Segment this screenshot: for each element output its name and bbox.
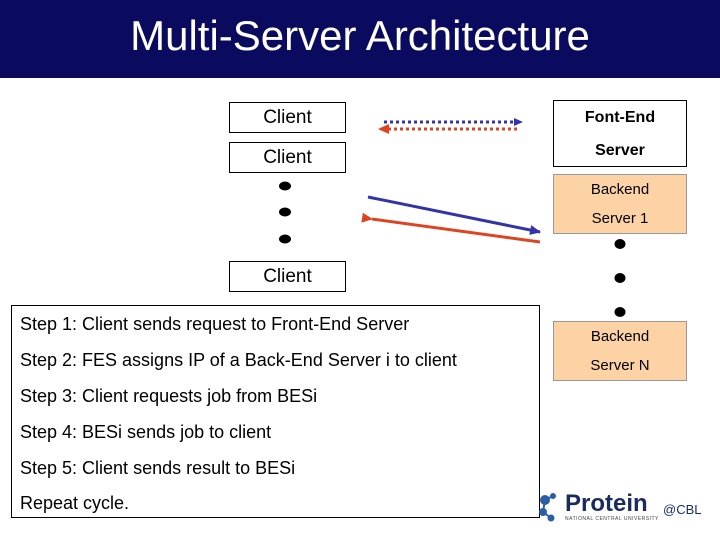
client-label: Client xyxy=(263,146,312,168)
ellipsis-dot xyxy=(279,207,291,217)
step-2: Step 2: FES assigns IP of a Back-End Ser… xyxy=(20,350,457,370)
dotted-arrowhead-left xyxy=(378,124,389,134)
step-repeat: Repeat cycle. xyxy=(20,493,130,513)
backend-server-1-box: Backend Server 1 xyxy=(553,174,687,234)
ellipsis-dot xyxy=(279,181,291,191)
backend-n-label-line2: Server N xyxy=(590,357,650,374)
client-label: Client xyxy=(263,265,312,287)
step-5: Step 5: Client sends result to BESi xyxy=(20,458,296,478)
solid-arrow-blue xyxy=(367,195,541,235)
title-bar xyxy=(0,0,720,78)
front-end-server-box: Font-End Server xyxy=(553,100,687,167)
slide-title: Multi-Server Architecture xyxy=(130,12,590,59)
logo-subtitle: NATIONAL CENTRAL UNIVERSITY xyxy=(565,516,659,522)
logo-name: Protein xyxy=(565,490,648,517)
step-1: Step 1: Client sends request to Front-En… xyxy=(20,314,410,334)
client-box-3: Client xyxy=(229,261,346,292)
step-3: Step 3: Client requests job from BESi xyxy=(20,386,318,406)
step-4: Step 4: BESi sends job to client xyxy=(20,422,272,442)
backend-1-label-line2: Server 1 xyxy=(591,210,649,227)
protein-cbl-logo: Protein @CBL NATIONAL CENTRAL UNIVERSITY xyxy=(535,488,715,526)
ellipsis-dot xyxy=(614,273,626,283)
backend-server-n-box: Backend Server N xyxy=(553,321,687,381)
client-box-2: Client xyxy=(229,142,346,173)
backend-1-label-line1: Backend xyxy=(590,181,650,198)
solid-arrow-red xyxy=(361,212,541,244)
front-end-label-line1: Font-End xyxy=(584,109,656,126)
client-box-1: Client xyxy=(229,102,346,133)
ellipsis-dot xyxy=(614,307,626,317)
logo-suffix: @CBL xyxy=(663,502,702,517)
steps-box: Step 1: Client sends request to Front-En… xyxy=(11,305,540,518)
molecule-icon xyxy=(539,493,556,522)
client-label: Client xyxy=(263,106,312,128)
ellipsis-dot xyxy=(614,239,626,249)
backend-n-label-line1: Backend xyxy=(590,328,650,345)
front-end-label-line2: Server xyxy=(595,142,645,159)
ellipsis-dot xyxy=(279,234,291,244)
